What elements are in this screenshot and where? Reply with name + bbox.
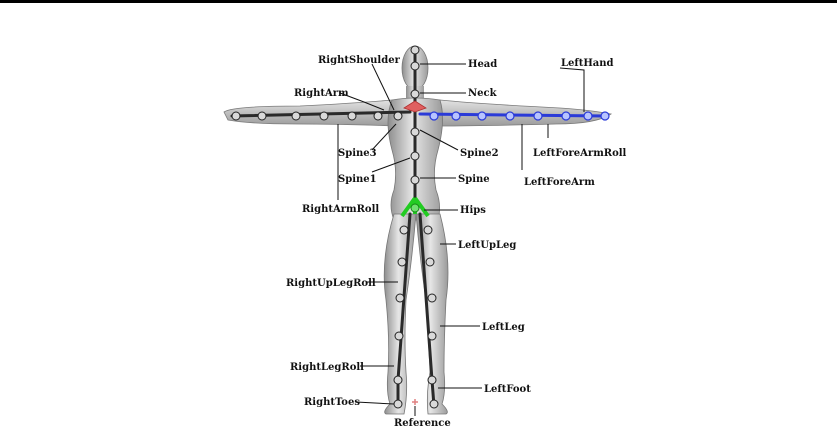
left-leg-joint bbox=[427, 293, 437, 303]
spine1-joint bbox=[410, 175, 420, 185]
label-right-up-leg-roll: RightUpLegRoll bbox=[286, 278, 376, 289]
right-arm-joint bbox=[373, 111, 383, 121]
right-hand-end-joint bbox=[231, 111, 241, 121]
label-left-foot: LeftFoot bbox=[484, 384, 531, 395]
right-forearm-roll-joint bbox=[291, 111, 301, 121]
joint-labels: Head RightShoulder LeftHand Neck RightAr… bbox=[286, 55, 627, 429]
label-reference: Reference bbox=[394, 418, 451, 429]
right-toes-joint bbox=[393, 399, 403, 409]
label-right-arm-roll: RightArmRoll bbox=[302, 204, 379, 215]
mannequin-body bbox=[223, 45, 613, 415]
label-hips: Hips bbox=[460, 205, 486, 216]
right-leg-roll-joint bbox=[394, 331, 404, 341]
left-foot-joint bbox=[427, 375, 437, 385]
right-arm-roll-joint bbox=[347, 111, 357, 121]
top-rule bbox=[0, 0, 837, 3]
label-head: Head bbox=[468, 59, 497, 70]
right-up-leg-joint bbox=[399, 225, 409, 235]
spine2-joint bbox=[410, 151, 420, 161]
shoulder-marker bbox=[403, 100, 427, 113]
head-joint bbox=[410, 61, 420, 71]
left-leg-roll-joint bbox=[427, 331, 437, 341]
left-hand-end-joint bbox=[600, 111, 610, 121]
neck-joint bbox=[410, 89, 420, 99]
left-shoulder-joint bbox=[429, 111, 439, 121]
left-forearm-joint bbox=[505, 111, 515, 121]
left-hand-joint bbox=[583, 111, 593, 121]
left-up-leg-joint bbox=[423, 225, 433, 235]
head-end-joint bbox=[410, 45, 420, 55]
label-left-leg: LeftLeg bbox=[482, 322, 525, 333]
leader-lines bbox=[337, 63, 585, 416]
label-right-toes: RightToes bbox=[304, 397, 360, 408]
left-forearm-roll-joint bbox=[533, 111, 543, 121]
label-right-arm: RightArm bbox=[294, 88, 349, 99]
right-hand-joint bbox=[257, 111, 267, 121]
hips-joint bbox=[410, 203, 420, 213]
label-spine2: Spine2 bbox=[460, 148, 499, 159]
left-arm-roll-joint bbox=[477, 111, 487, 121]
reference-marker bbox=[412, 399, 418, 405]
right-leg-joint bbox=[395, 293, 405, 303]
label-neck: Neck bbox=[468, 88, 498, 99]
left-up-leg-roll-joint bbox=[425, 257, 435, 267]
right-forearm-joint bbox=[319, 111, 329, 121]
skeleton-joints bbox=[231, 45, 610, 409]
label-left-up-leg: LeftUpLeg bbox=[458, 240, 516, 251]
label-left-fore-arm: LeftForeArm bbox=[524, 177, 595, 188]
left-toes-joint bbox=[429, 399, 439, 409]
label-left-hand: LeftHand bbox=[561, 58, 614, 69]
right-foot-joint bbox=[393, 375, 403, 385]
spine3-joint bbox=[410, 127, 420, 137]
label-left-fore-arm-roll: LeftForeArmRoll bbox=[533, 148, 627, 159]
label-spine1: Spine1 bbox=[338, 174, 377, 185]
label-spine3: Spine3 bbox=[338, 148, 377, 159]
left-hand-joint-2 bbox=[561, 111, 571, 121]
label-right-leg-roll: RightLegRoll bbox=[290, 362, 364, 373]
left-arm-joint bbox=[451, 111, 461, 121]
right-shoulder-joint bbox=[393, 111, 403, 121]
label-spine: Spine bbox=[458, 174, 490, 185]
right-up-leg-roll-joint bbox=[397, 257, 407, 267]
label-right-shoulder: RightShoulder bbox=[318, 55, 401, 66]
